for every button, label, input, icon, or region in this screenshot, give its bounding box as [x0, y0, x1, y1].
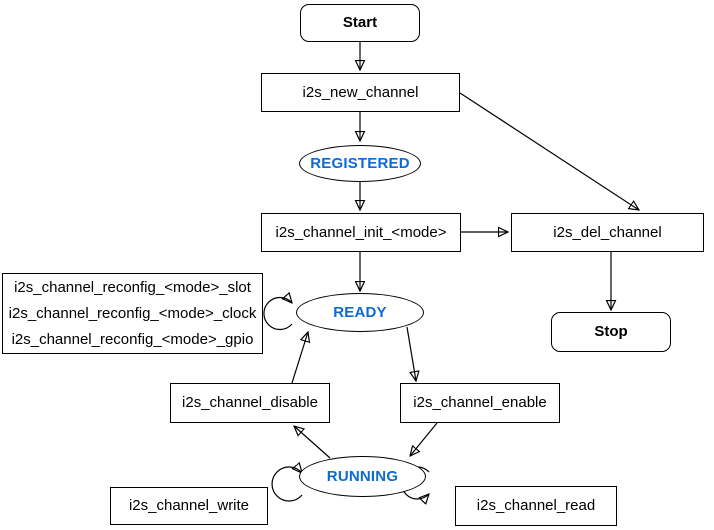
node-new-channel: i2s_new_channel [261, 73, 460, 112]
edge-enable-to-running [410, 422, 438, 456]
edge-ready-to-enable [406, 326, 416, 381]
edge-ready-self-loop [263, 298, 292, 331]
node-channel-write: i2s_channel_write [110, 487, 268, 525]
node-start: Start [300, 4, 420, 42]
edge-running-to-disable [294, 426, 331, 459]
edge-new-channel-to-del-channel [459, 92, 639, 210]
node-reconfig-list: i2s_channel_reconfig_<mode>_slot i2s_cha… [2, 273, 263, 354]
node-channel-init: i2s_channel_init_<mode> [261, 213, 461, 252]
node-del-channel: i2s_del_channel [511, 213, 704, 252]
node-stop: Stop [551, 312, 671, 352]
node-channel-enable: i2s_channel_enable [400, 383, 560, 423]
state-running: RUNNING [299, 456, 426, 497]
edge-disable-to-ready [291, 332, 308, 384]
node-channel-disable: i2s_channel_disable [170, 383, 330, 423]
reconfig-slot-label: i2s_channel_reconfig_<mode>_slot [14, 278, 251, 296]
state-ready: READY [296, 293, 424, 332]
reconfig-clock-label: i2s_channel_reconfig_<mode>_clock [8, 304, 257, 322]
node-channel-read: i2s_channel_read [455, 486, 617, 526]
reconfig-gpio-label: i2s_channel_reconfig_<mode>_gpio [11, 330, 254, 348]
state-registered: REGISTERED [299, 145, 421, 182]
edge-running-self-loop-left [271, 467, 302, 502]
